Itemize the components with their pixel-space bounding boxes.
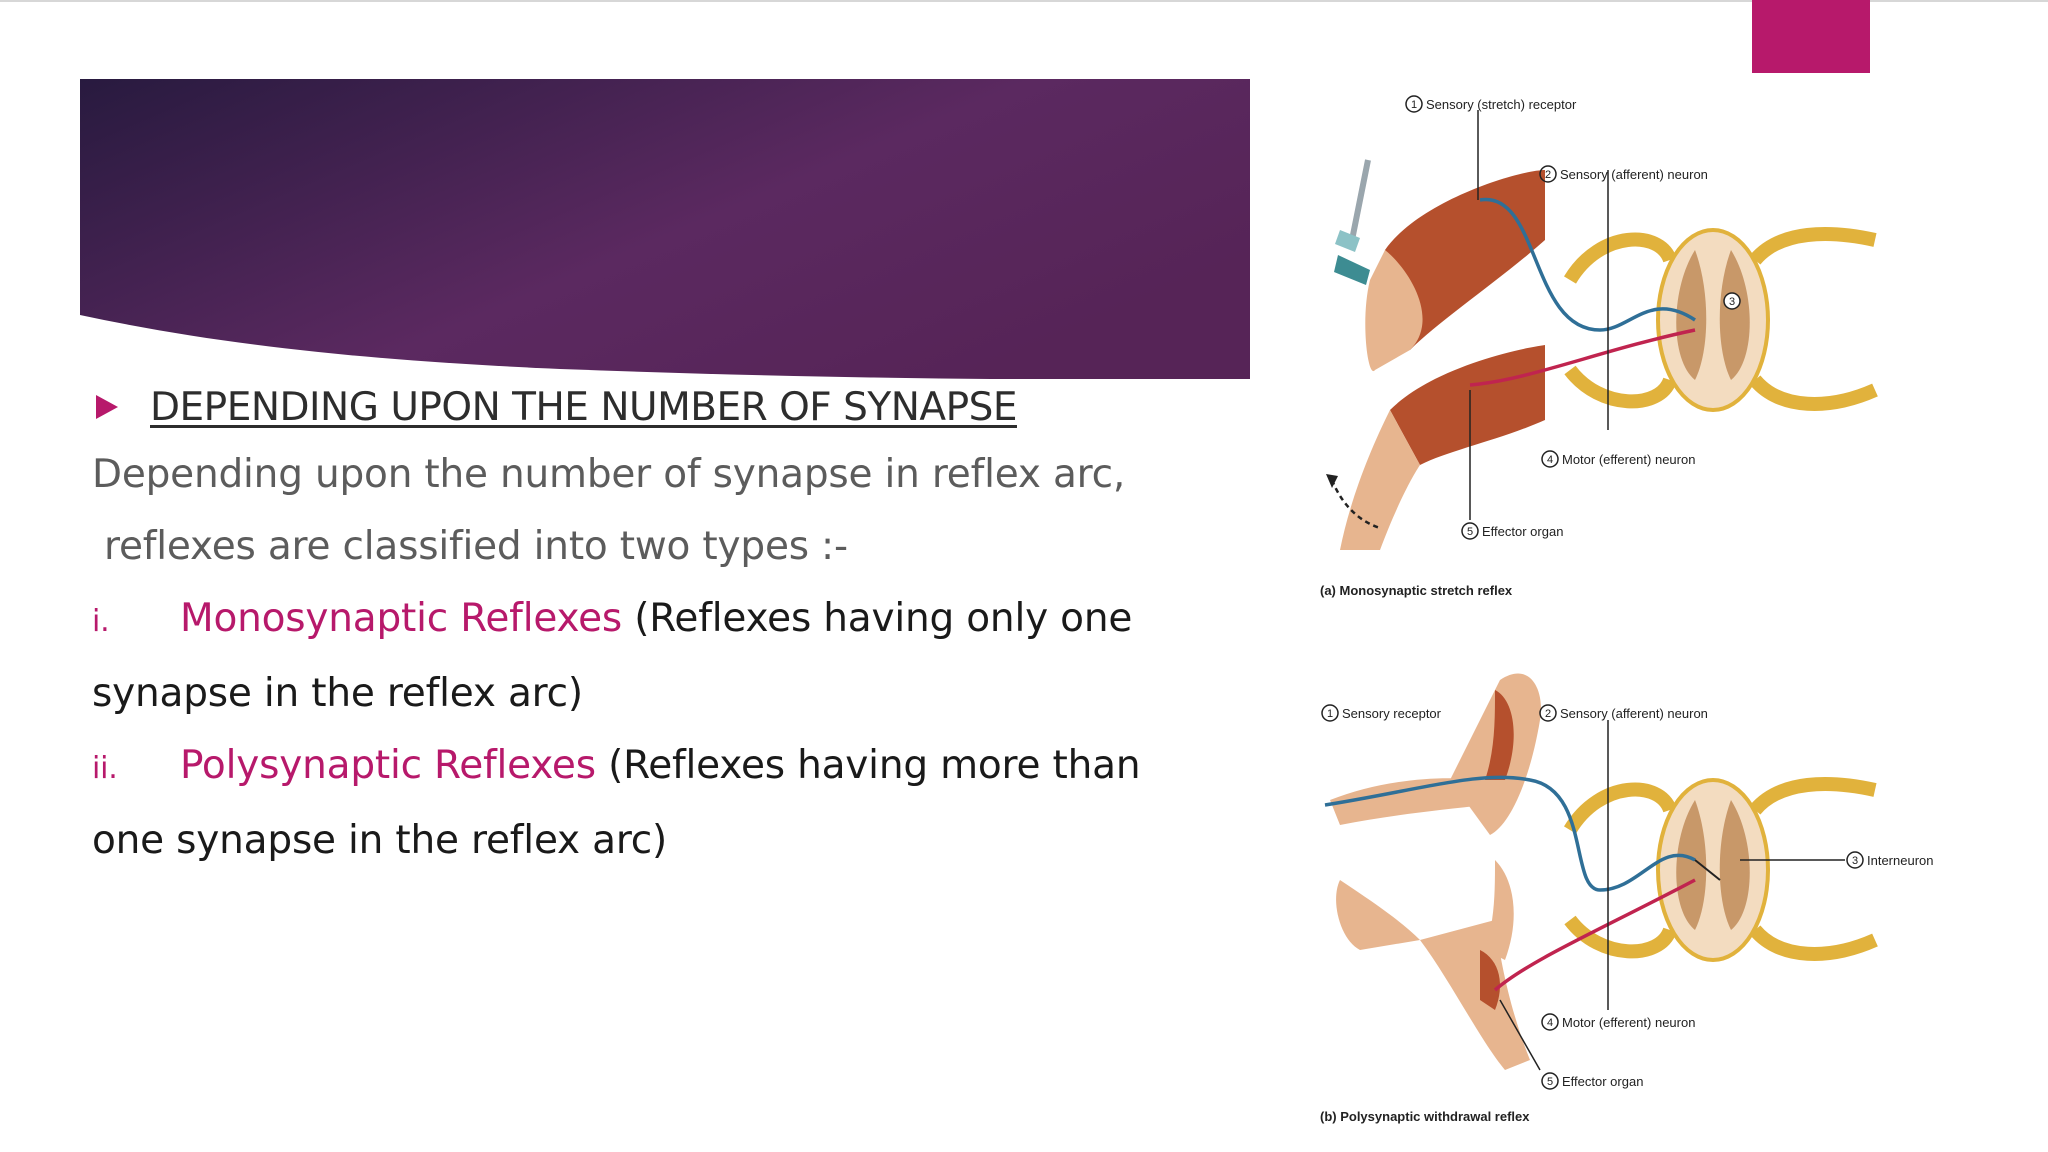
list-item-2-number: ii.: [92, 751, 118, 786]
figure-a-label-5: 5 Effector organ: [1461, 522, 1563, 540]
top-border-line: [0, 0, 2048, 2]
svg-text:1: 1: [1327, 708, 1333, 720]
list-item-2-desc: (Reflexes having more than: [608, 743, 1141, 788]
heading-text: DEPENDING UPON THE NUMBER OF SYNAPSE: [150, 384, 1017, 430]
figure-b-label-1: 1 Sensory receptor: [1321, 704, 1442, 722]
bullet-triangle-icon: [96, 395, 118, 419]
svg-text:Motor (efferent) neuron: Motor (efferent) neuron: [1562, 1015, 1695, 1030]
title-banner: [80, 79, 1250, 379]
svg-text:3: 3: [1852, 855, 1858, 867]
reflex-hammer-icon: [1334, 159, 1371, 285]
svg-text:4: 4: [1547, 454, 1553, 466]
reflex-arc-figure: 1 Sensory (stretch) receptor 2 Sensory (…: [1300, 80, 1940, 1140]
svg-text:Effector organ: Effector organ: [1562, 1074, 1643, 1089]
figure-b-label-4: 4 Motor (efferent) neuron: [1541, 1013, 1695, 1031]
intro-line-2: reflexes are classified into two types :…: [92, 511, 1272, 583]
list-item-1: i. Monosynaptic Reflexes (Reflexes having…: [92, 583, 1272, 658]
svg-text:Sensory receptor: Sensory receptor: [1342, 706, 1442, 721]
figure-b-label-3: 3 Interneuron: [1846, 851, 1934, 869]
section-heading: DEPENDING UPON THE NUMBER OF SYNAPSE: [92, 375, 1272, 439]
spinal-cord-b-icon: [1564, 777, 1878, 962]
list-item-2-cont: one synapse in the reflex arc): [92, 818, 668, 863]
svg-text:3: 3: [1729, 296, 1735, 308]
slide-body: DEPENDING UPON THE NUMBER OF SYNAPSE Dep…: [92, 375, 1272, 877]
figure-b-label-5: 5 Effector organ: [1541, 1072, 1643, 1090]
svg-text:4: 4: [1547, 1017, 1553, 1029]
svg-text:1: 1: [1411, 99, 1417, 111]
svg-text:Interneuron: Interneuron: [1867, 853, 1934, 868]
list-item-1-desc: (Reflexes having only one: [634, 596, 1133, 641]
svg-text:Effector organ: Effector organ: [1482, 524, 1563, 539]
figure-a-label-2: 2 Sensory (afferent) neuron: [1539, 165, 1708, 183]
svg-text:Sensory (afferent) neuron: Sensory (afferent) neuron: [1560, 167, 1708, 182]
svg-text:2: 2: [1545, 708, 1551, 720]
list-item-2: ii. Polysynaptic Reflexes (Reflexes havin…: [92, 730, 1272, 805]
accent-tab: [1752, 0, 1870, 73]
figure-b-label-2: 2 Sensory (afferent) neuron: [1539, 704, 1708, 722]
svg-text:Motor (efferent) neuron: Motor (efferent) neuron: [1562, 452, 1695, 467]
list-item-2-term: Polysynaptic Reflexes: [180, 743, 596, 788]
list-item-1-number: i.: [92, 604, 110, 639]
svg-text:Sensory (stretch) receptor: Sensory (stretch) receptor: [1426, 97, 1577, 112]
figure-b-caption: (b) Polysynaptic withdrawal reflex: [1320, 1109, 1530, 1124]
figure-a-label-1: 1 Sensory (stretch) receptor: [1405, 95, 1577, 113]
list-item-1-cont: synapse in the reflex arc): [92, 671, 583, 716]
figure-a: 1 Sensory (stretch) receptor 2 Sensory (…: [1320, 95, 1878, 598]
list-item-1-term: Monosynaptic Reflexes: [180, 596, 623, 641]
spinal-cord-a-icon: [1564, 227, 1878, 412]
svg-text:5: 5: [1547, 1076, 1553, 1088]
intro-line-1: Depending upon the number of synapse in …: [92, 452, 1126, 497]
svg-text:5: 5: [1467, 526, 1473, 538]
intro-line-2-text: reflexes are classified into two types :…: [104, 524, 848, 569]
figure-b: 1 Sensory receptor 2 Sensory (afferent) …: [1320, 673, 1934, 1124]
svg-text:Sensory (afferent) neuron: Sensory (afferent) neuron: [1560, 706, 1708, 721]
svg-text:2: 2: [1545, 169, 1551, 181]
figure-a-label-3: 3: [1723, 292, 1741, 310]
figure-a-label-4: 4 Motor (efferent) neuron: [1541, 450, 1695, 468]
figure-a-caption: (a) Monosynaptic stretch reflex: [1320, 583, 1513, 598]
